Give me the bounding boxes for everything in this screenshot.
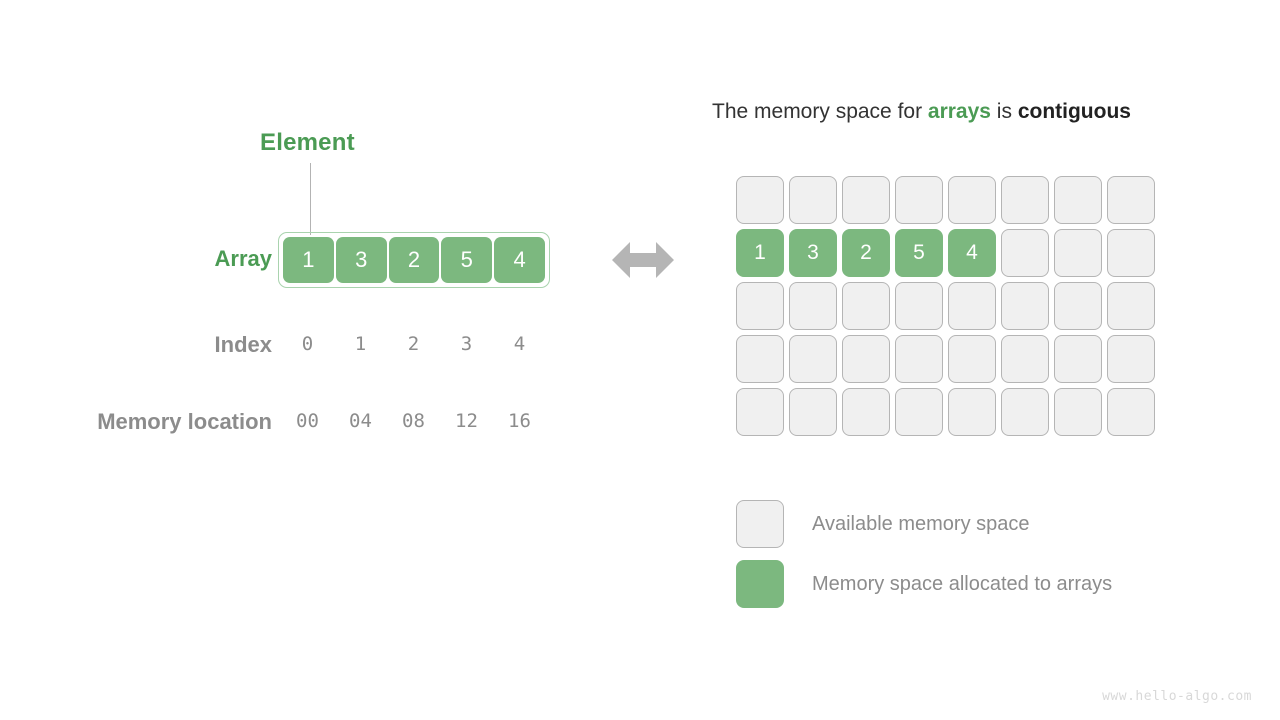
index-value: 2 [407,333,420,355]
memory-cell-available [1107,282,1155,330]
memory-cell-available [1054,229,1102,277]
memory-cell-available [1001,388,1049,436]
index-value: 4 [513,333,526,355]
element-callout-label: Element [260,129,355,156]
memory-cell-available [736,176,784,224]
memory-cell-available [895,335,943,383]
memory-cell-available [948,282,996,330]
memory-cell-available [736,388,784,436]
memory-location-row-label: Memory location [97,409,272,434]
memory-grid-row [736,335,1155,383]
memory-grid-row [736,282,1155,330]
memory-cell-available [789,335,837,383]
double-arrow-icon [612,238,674,282]
memory-location-value: 12 [455,410,478,432]
memory-title-contiguous: contiguous [1017,100,1131,123]
memory-cell-available [842,335,890,383]
memory-cell-available [1107,335,1155,383]
index-value: 0 [301,333,314,355]
memory-layout-panel: The memory space for arrays is contiguou… [700,0,1280,720]
memory-cell-available [895,176,943,224]
index-value: 1 [354,333,367,355]
memory-location-value: 04 [349,410,372,432]
array-cell: 4 [494,237,545,283]
array-cell: 3 [335,237,387,283]
memory-grid-row [736,388,1155,436]
memory-cell-allocated: 1 [736,229,784,277]
legend-label: Available memory space [812,512,1030,535]
memory-cell-available [948,176,996,224]
element-leader-line [310,163,311,235]
memory-title: The memory space for arrays is contiguou… [712,100,1131,124]
watermark: www.hello-algo.com [1102,689,1252,704]
memory-location-value: 08 [402,410,425,432]
legend-item: Available memory space [736,494,1112,554]
memory-cell-available [895,282,943,330]
legend-label: Memory space allocated to arrays [812,572,1113,595]
memory-cell-available [842,282,890,330]
memory-title-part1: The memory space for [712,100,928,123]
memory-cell-available [736,282,784,330]
memory-cell-available [1001,282,1049,330]
memory-cell-available [948,388,996,436]
memory-location-values-row: 00 04 08 12 16 [278,410,550,432]
array-cell: 2 [388,237,440,283]
memory-cell-available [1054,176,1102,224]
index-value: 3 [460,333,473,355]
memory-cell-allocated: 3 [789,229,837,277]
memory-cell-available [948,335,996,383]
memory-cell-available [789,282,837,330]
legend-swatch-allocated [736,560,784,608]
index-row-label: Index [214,332,272,357]
memory-cell-available [1107,176,1155,224]
memory-cell-available [789,388,837,436]
memory-location-value: 16 [508,410,531,432]
memory-cell-available [1054,388,1102,436]
memory-cell-available [789,176,837,224]
memory-title-arrays: arrays [927,100,991,123]
memory-cell-available [1054,335,1102,383]
array-row-label: Array [214,246,272,271]
memory-cell-available [1001,176,1049,224]
memory-cell-available [895,388,943,436]
memory-location-value: 00 [296,410,319,432]
legend-swatch-available [736,500,784,548]
memory-cell-available [842,388,890,436]
memory-grid-row [736,176,1155,224]
legend-item: Memory space allocated to arrays [736,554,1112,614]
array-cell: 5 [441,237,493,283]
memory-cell-available [1107,388,1155,436]
memory-cell-allocated: 4 [948,229,996,277]
memory-cell-allocated: 5 [895,229,943,277]
array-cell: 1 [283,237,334,283]
memory-cell-available [1001,335,1049,383]
memory-cell-available [736,335,784,383]
memory-title-part2: is [990,100,1018,123]
memory-cell-available [842,176,890,224]
memory-cell-available [1001,229,1049,277]
memory-cell-allocated: 2 [842,229,890,277]
memory-cell-available [1107,229,1155,277]
memory-cell-available [1054,282,1102,330]
index-values-row: 0 1 2 3 4 [278,333,550,355]
